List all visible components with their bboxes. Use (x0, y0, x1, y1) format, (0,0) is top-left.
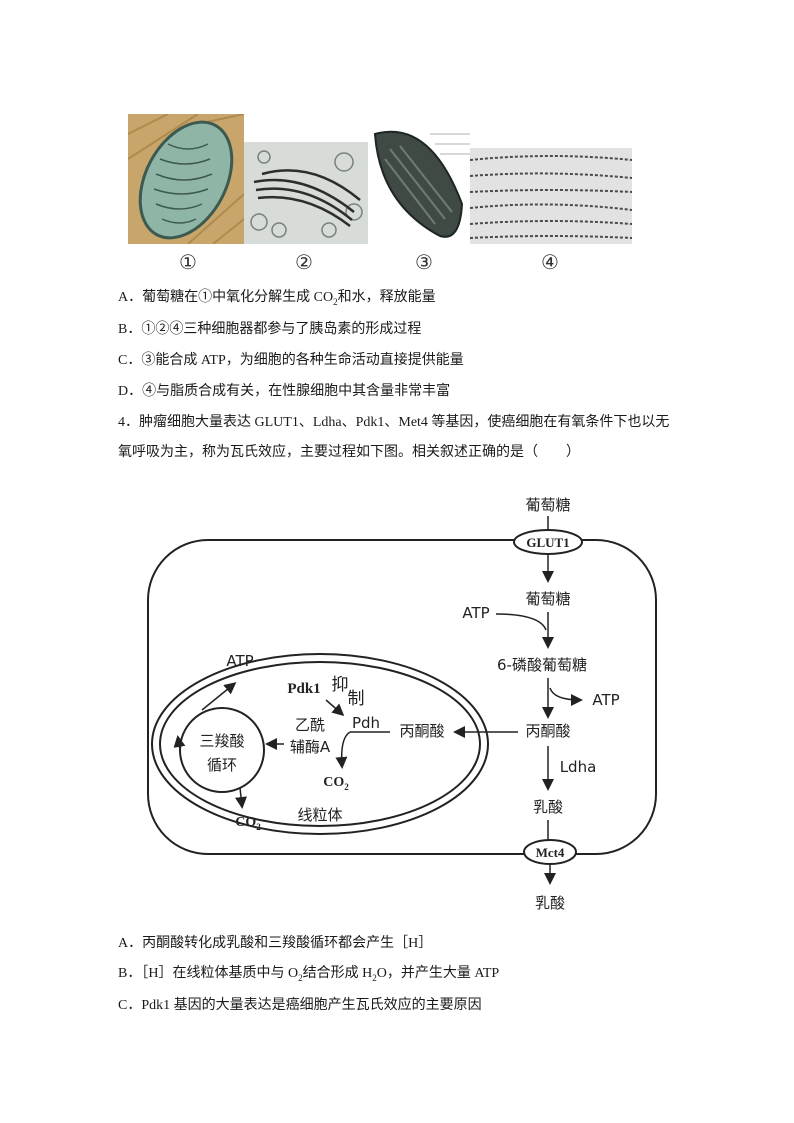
inhibit-label-2: 制 (348, 689, 365, 709)
lactate-outside-label: 乳酸 (535, 894, 565, 912)
atp-tca-label: ATP (226, 652, 253, 670)
option-d: D．④与脂质合成有关，在性腺细胞中其含量非常丰富 (118, 384, 451, 399)
chloroplast-micrograph (370, 124, 470, 244)
q4-option-b: B．［H］在线粒体基质中与 O2结合形成 H2O，并产生大量 ATP (118, 966, 500, 983)
figure-label-3: ③ (415, 250, 433, 274)
ldha-label: Ldha (560, 758, 597, 776)
pdh-label: Pdh (352, 714, 380, 732)
figure-label-4: ④ (541, 250, 559, 274)
q4-option-a: A．丙酮酸转化成乳酸和三羧酸循环都会产生［H］ (118, 936, 433, 951)
pdk1-label: Pdk1 (287, 681, 320, 697)
atp-output-label: ATP (592, 691, 619, 709)
glut1-label: GLUT1 (526, 535, 569, 550)
mct4-label: Mct4 (536, 845, 565, 860)
er-micrograph (470, 148, 632, 244)
glucose-outside-label: 葡萄糖 (525, 496, 570, 514)
glucose-inside-label: 葡萄糖 (525, 590, 570, 608)
question4-line2: 氧呼吸为主，称为瓦氏效应，主要过程如下图。相关叙述正确的是（ ） (118, 445, 580, 460)
q4-option-c: C．Pdk1 基因的大量表达是癌细胞产生瓦氏效应的主要原因 (118, 998, 482, 1013)
inhibit-label-1: 抑 (332, 675, 349, 695)
lactate-inside-label: 乳酸 (533, 798, 563, 816)
g6p-label: 6-磷酸葡萄糖 (497, 656, 587, 674)
co2-mito-label: CO2 (323, 775, 349, 792)
pyruvate-cytosol-label: 丙酮酸 (525, 722, 570, 740)
tca-label-1: 三羧酸 (199, 732, 244, 750)
figure-label-1: ① (179, 250, 197, 274)
golgi-micrograph (244, 142, 368, 244)
warburg-diagram: 葡萄糖 GLUT1 葡萄糖 ATP 6-磷酸葡萄糖 ATP 丙酮酸 Ldha 乳… (140, 488, 660, 923)
pyruvate-mito-label: 丙酮酸 (399, 722, 444, 740)
acetyl-label-2: 辅酶A (290, 738, 331, 756)
mitochondrion-micrograph (128, 114, 244, 244)
option-a: A．葡萄糖在①中氧化分解生成 CO2和水，释放能量 (118, 290, 436, 307)
tca-label-2: 循环 (207, 756, 237, 774)
co2-tca-label: CO2 (235, 815, 261, 832)
atp-input-label: ATP (462, 604, 489, 622)
option-b: B．①②④三种细胞器都参与了胰岛素的形成过程 (118, 322, 422, 337)
figure-label-2: ② (295, 250, 313, 274)
acetyl-label-1: 乙酰 (295, 716, 325, 734)
question4-line1: 4．肿瘤细胞大量表达 GLUT1、Ldha、Pdk1、Met4 等基因，使癌细胞… (118, 415, 670, 430)
option-c: C．③能合成 ATP，为细胞的各种生命活动直接提供能量 (118, 353, 464, 368)
mitochondrion-label: 线粒体 (297, 806, 342, 824)
